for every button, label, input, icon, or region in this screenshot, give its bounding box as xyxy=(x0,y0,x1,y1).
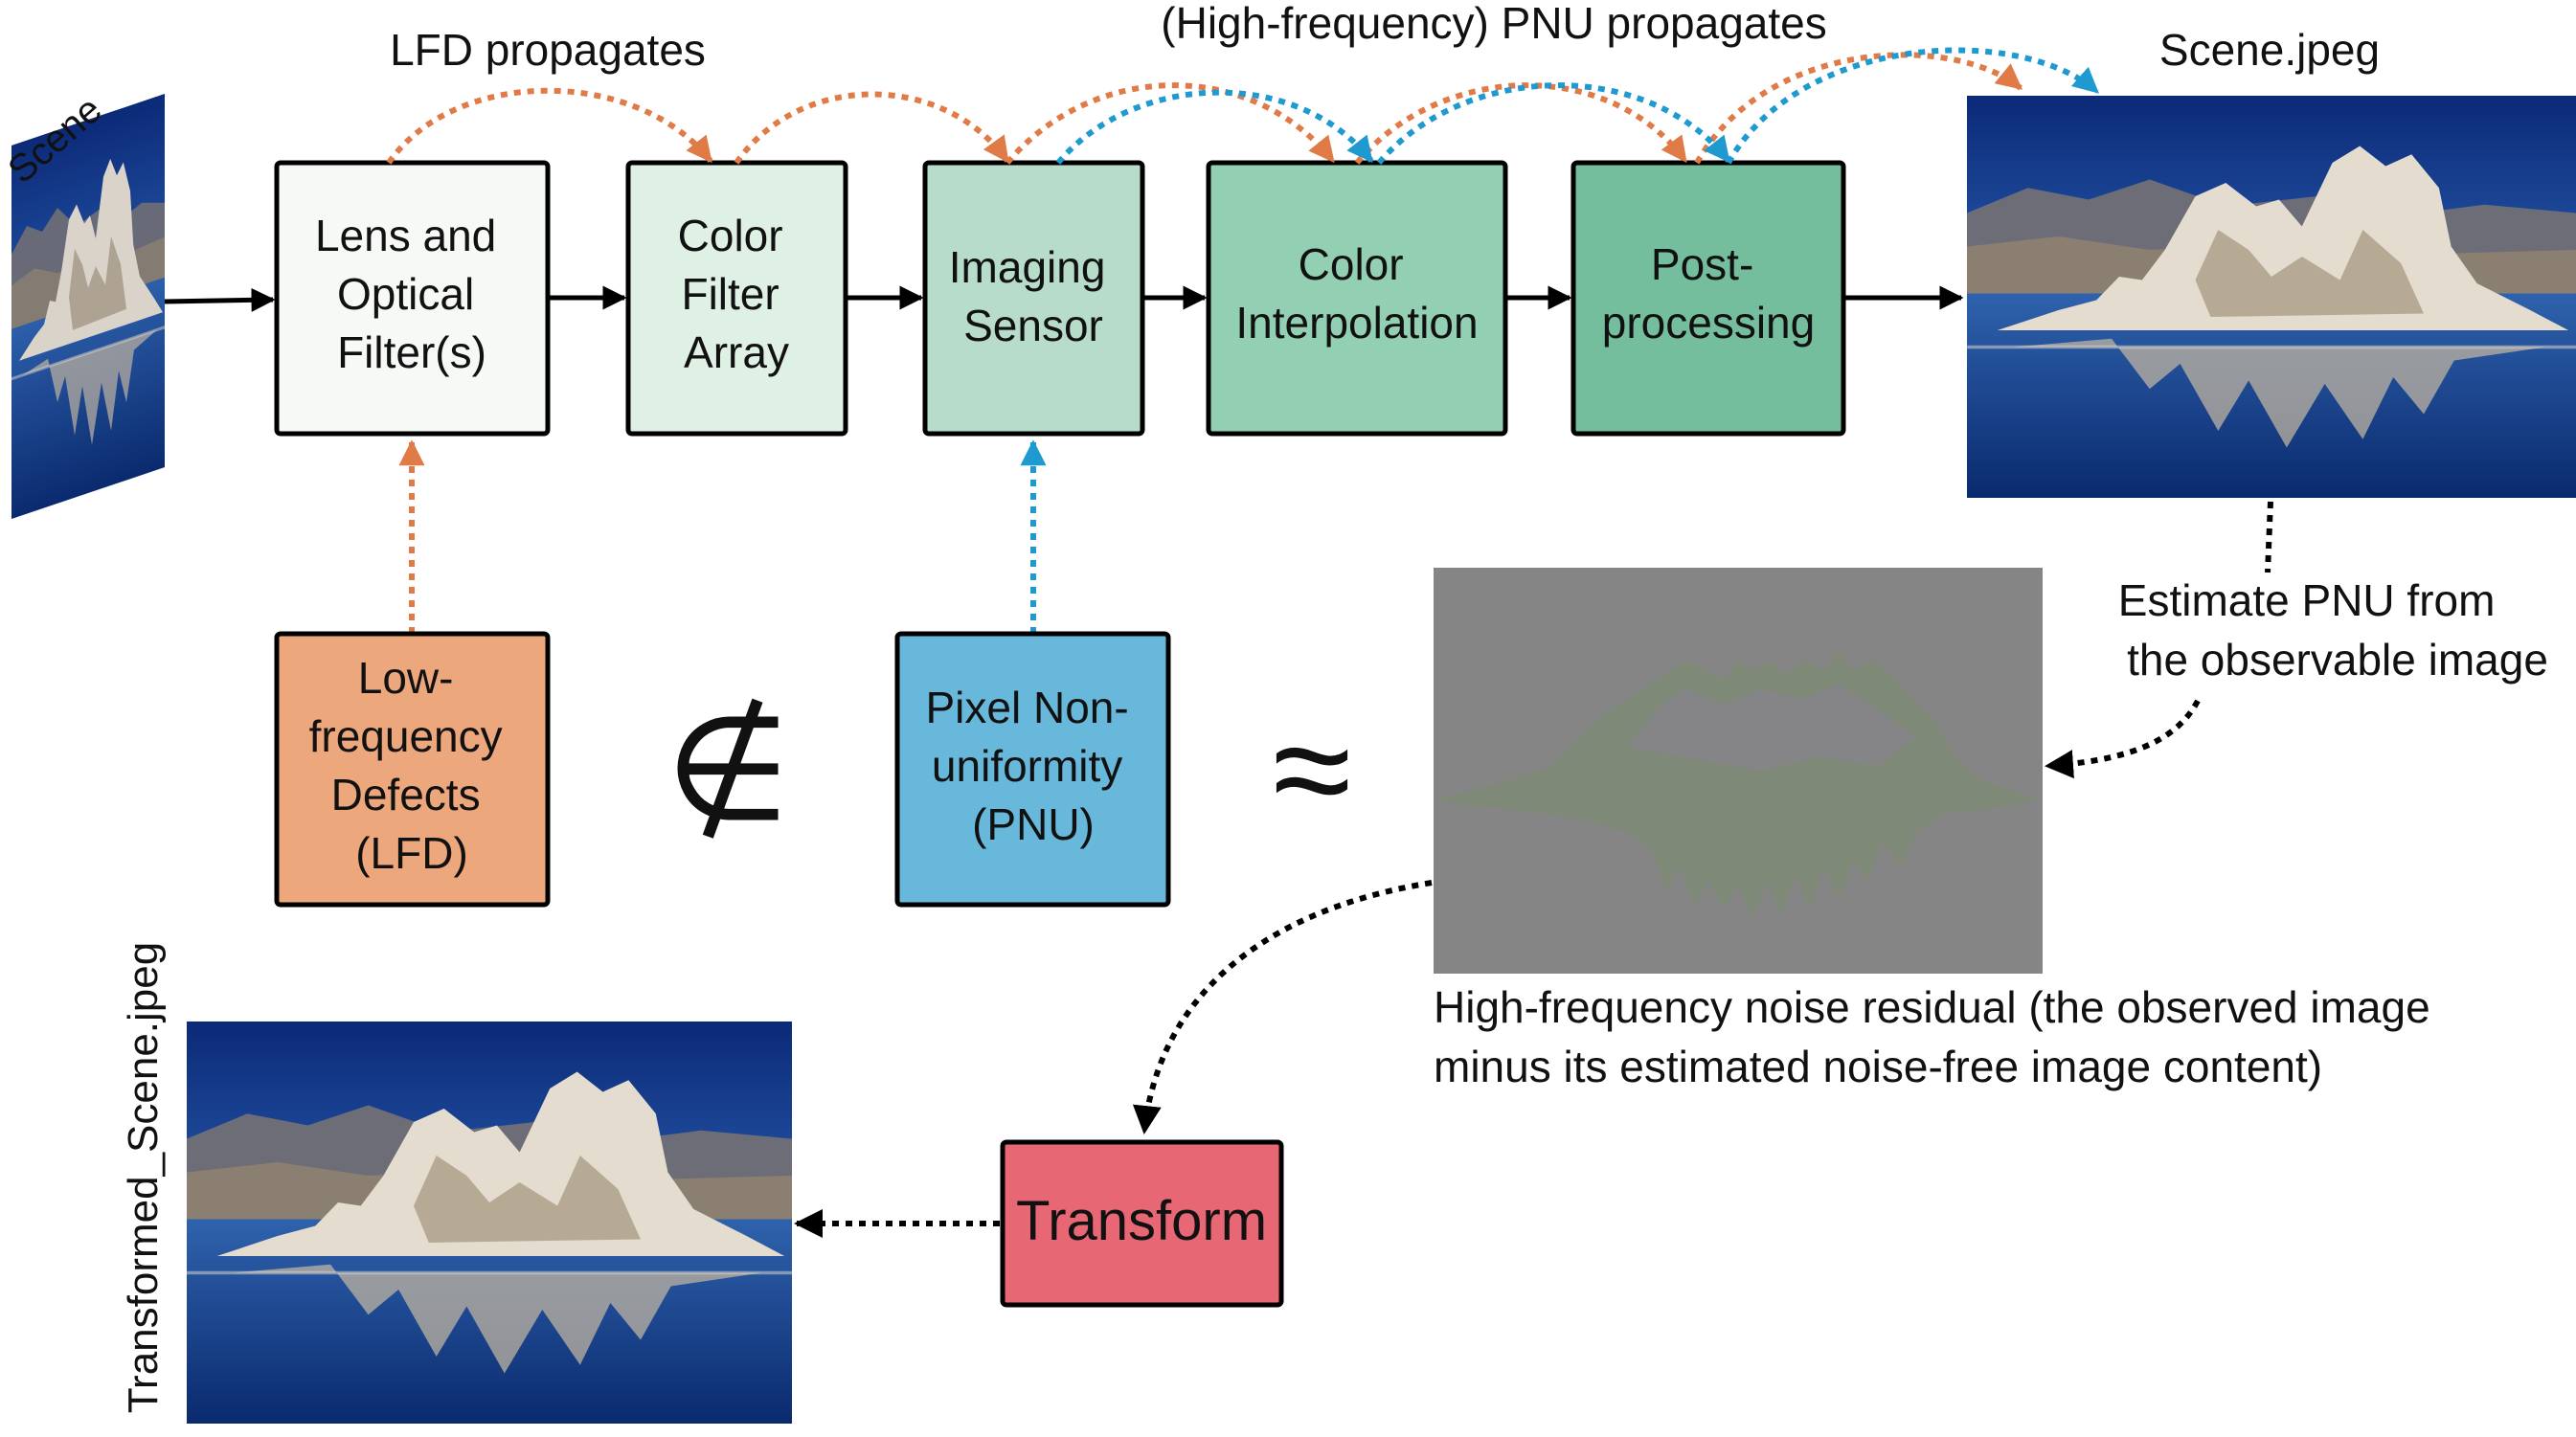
svg-text:Low- frequency Def: Low- frequency Defects (LFD) xyxy=(309,653,515,878)
lfd-line-3: Defects xyxy=(331,770,481,820)
sensor-line-2: Sensor xyxy=(963,301,1103,350)
box-transform: Transform xyxy=(1000,1139,1284,1308)
pnu-propagation-arcs xyxy=(1020,47,2100,634)
lfd-arc-interp-post xyxy=(1354,82,1688,165)
pnu-arc-sensor-interp xyxy=(1055,89,1374,165)
post-line-1: Post- xyxy=(1651,239,1753,289)
svg-text:Post- processing: Post- processing xyxy=(1602,239,1815,348)
pnu-line-1: Pixel Non- xyxy=(926,683,1129,732)
estimate-arrows xyxy=(794,501,2273,1238)
lfd-arc-sensor-interp xyxy=(1005,82,1336,165)
box-low-frequency-defects: Low- frequency Defects (LFD) xyxy=(274,631,551,908)
arrow-estimate-to-residual xyxy=(2045,699,2201,779)
lens-line-2: Optical xyxy=(337,269,474,319)
lens-line-1: Lens and xyxy=(315,211,496,260)
box-pixel-non-uniformity: Pixel Non- uniformity (PNU) xyxy=(894,631,1171,908)
pnu-line-2: uniformity xyxy=(932,741,1122,791)
noise-residual-image xyxy=(1434,568,2043,974)
interp-line-2: Interpolation xyxy=(1235,298,1478,348)
pnu-line-3: (PNU) xyxy=(972,799,1095,849)
box-color-interpolation: Color Interpolation xyxy=(1206,160,1508,437)
svg-text:Color Filter Array: Color Filter Array xyxy=(678,211,796,377)
arrow-residual-to-transform xyxy=(1132,880,1433,1134)
post-line-2: processing xyxy=(1602,298,1815,348)
pnu-propagates-label: (High-frequency) PNU propagates xyxy=(1161,0,1826,48)
sensor-line-1: Imaging xyxy=(949,242,1106,292)
lfd-line-2: frequency xyxy=(309,711,503,761)
box-post-processing: Post- processing xyxy=(1570,160,1846,437)
cfa-line-1: Color xyxy=(678,211,783,260)
scene-jpeg-image xyxy=(1967,96,2576,498)
transformed-scene-image xyxy=(187,1022,792,1424)
lfd-line-4: (LFD) xyxy=(355,828,468,878)
svg-text:Lens and Optical F: Lens and Optical Filter(s) xyxy=(315,211,508,377)
svg-text:Imaging Sensor: Imaging Sensor xyxy=(949,242,1118,350)
lfd-arc-post-output xyxy=(1694,52,2023,165)
estimate-pnu-caption: Estimate PNU from the observable image xyxy=(2118,575,2548,685)
svg-text:Pixel Non- uniformity: Pixel Non- uniformity (PNU) xyxy=(926,683,1141,849)
cfa-line-2: Filter xyxy=(681,269,779,319)
estimate-dotted-line xyxy=(2265,501,2273,573)
residual-line-1: High-frequency noise residual (the obser… xyxy=(1434,982,2430,1032)
cfa-line-3: Array xyxy=(684,327,789,377)
approximately-equal-symbol: ≈ xyxy=(1273,688,1351,849)
lfd-line-1: Low- xyxy=(358,653,454,703)
scene-jpeg-label: Scene.jpeg xyxy=(2159,25,2380,75)
residual-line-2: minus its estimated noise-free image con… xyxy=(1434,1042,2322,1091)
box-color-filter-array: Color Filter Array xyxy=(625,160,848,437)
transformed-scene-label: Transformed_Scene.jpeg xyxy=(120,942,167,1413)
lfd-arc-lens-cfa xyxy=(386,87,713,165)
svg-text:Color Interpolation: Color Interpolation xyxy=(1235,239,1478,348)
lfd-propagates-label: LFD propagates xyxy=(390,25,706,75)
pnu-arc-post-output xyxy=(1726,47,2100,165)
not-element-symbol: ∉ xyxy=(666,688,791,849)
box-lens-optical-filters: Lens and Optical Filter(s) xyxy=(274,160,551,437)
arrow-scene-to-lens xyxy=(164,287,276,312)
residual-caption: High-frequency noise residual (the obser… xyxy=(1434,982,2442,1091)
pnu-arc-interp-post xyxy=(1376,82,1731,165)
interp-line-1: Color xyxy=(1299,239,1404,289)
estimate-line-1: Estimate PNU from xyxy=(2118,575,2496,625)
lens-line-3: Filter(s) xyxy=(337,327,486,377)
lfd-arc-cfa-sensor xyxy=(734,91,1010,165)
estimate-line-2: the observable image xyxy=(2127,635,2548,685)
transform-label: Transform xyxy=(1016,1190,1267,1252)
scene-thumbnail xyxy=(11,94,166,519)
box-imaging-sensor: Imaging Sensor xyxy=(922,160,1145,437)
flow-arrows xyxy=(164,285,1964,312)
